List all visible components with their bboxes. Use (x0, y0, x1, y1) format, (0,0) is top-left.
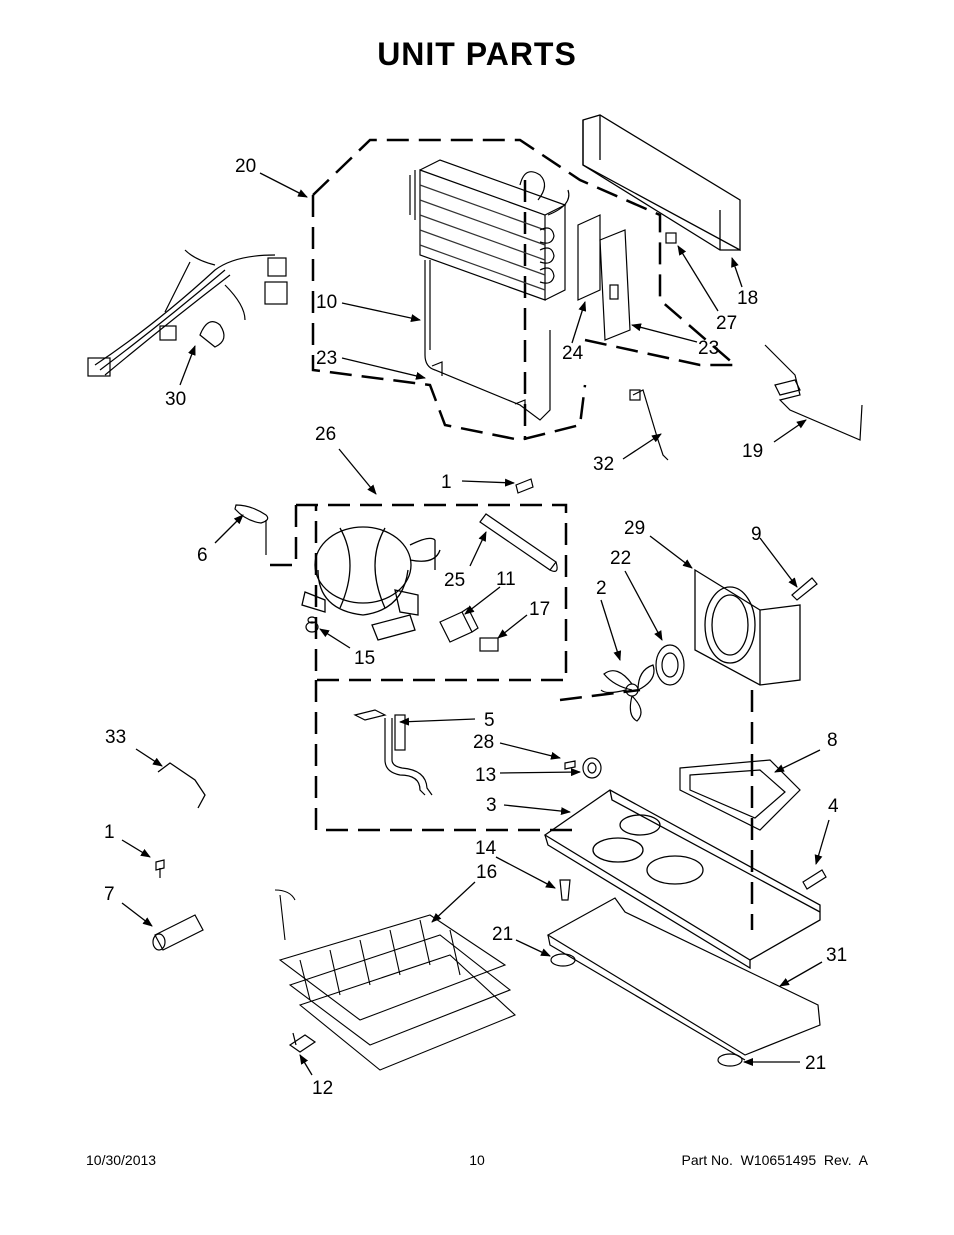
callout-2: 2 (596, 578, 607, 599)
part-33-wire (157, 762, 206, 809)
callout-9: 9 (751, 524, 762, 545)
leader-arrows (121, 172, 830, 1076)
part-6-bracket (234, 504, 269, 555)
foot-part-21-lower (717, 1053, 743, 1067)
insulation-tube-part-7 (152, 914, 204, 951)
callout-1-upper: 1 (441, 472, 452, 493)
evaporator-dashed-outline (311, 138, 736, 442)
part-28-screw (564, 760, 576, 770)
callout-20: 20 (235, 156, 256, 177)
part-32-sensor (629, 389, 669, 461)
tray-part-3 (543, 789, 821, 970)
callout-32: 32 (593, 454, 614, 475)
fan-motor-part-22 (655, 644, 685, 686)
fan-shroud-part-29 (694, 568, 801, 686)
callout-4: 4 (828, 796, 839, 817)
callout-30: 30 (165, 389, 186, 410)
drier-part-25 (479, 513, 558, 572)
screw-part-1-left (155, 859, 165, 878)
callout-24: 24 (562, 343, 584, 364)
callout-26: 26 (315, 424, 336, 445)
part-13-grommet (582, 757, 602, 779)
part-19-harness (764, 344, 863, 441)
drain-tube-part-5 (353, 709, 433, 796)
callout-18: 18 (737, 288, 758, 309)
callout-23-upper: 23 (316, 348, 337, 369)
fan-blade-part-2 (600, 664, 655, 722)
callout-3: 3 (486, 795, 497, 816)
callout-8: 8 (827, 730, 838, 751)
callout-23-right: 23 (698, 338, 719, 359)
callout-12: 12 (312, 1078, 333, 1099)
wire-harness-part (87, 249, 288, 377)
screw-part-14 (559, 879, 571, 901)
callout-28: 28 (473, 732, 494, 753)
callout-13: 13 (475, 765, 496, 786)
relay-part-11 (439, 607, 479, 643)
grommet-part-15 (305, 616, 319, 633)
callout-17: 17 (529, 599, 550, 620)
evaporator-brackets (577, 214, 631, 341)
callout-33: 33 (105, 727, 126, 748)
foot-part-21-upper (550, 953, 576, 967)
panel-part-31 (546, 897, 821, 1061)
callout-11: 11 (496, 569, 516, 590)
callout-25: 25 (444, 570, 465, 591)
callout-7: 7 (104, 884, 115, 905)
compressor-part (301, 526, 441, 641)
footer-part-number: Part No. W10651495 Rev. A (681, 1152, 868, 1168)
overload-part-17 (479, 637, 499, 652)
screw-part-4 (802, 869, 827, 890)
evaporator-part (409, 159, 570, 301)
clip-part-27 (665, 232, 677, 244)
callout-22: 22 (610, 548, 631, 569)
callout-27: 27 (716, 313, 737, 334)
callout-14: 14 (475, 838, 497, 859)
callout-29: 29 (624, 518, 645, 539)
callout-5: 5 (484, 710, 495, 731)
callout-31: 31 (826, 945, 847, 966)
callout-16: 16 (476, 862, 497, 883)
callout-15: 15 (354, 648, 375, 669)
screw-part-1 (515, 478, 534, 494)
callout-10: 10 (316, 292, 337, 313)
footer-date: 10/30/2013 (86, 1152, 157, 1168)
page-title: UNIT PARTS (377, 36, 577, 72)
defrost-heater-tube (424, 260, 551, 421)
callout-1-lower: 1 (104, 822, 115, 843)
callout-21-lower: 21 (805, 1053, 826, 1074)
fan-bracket-part-8 (679, 759, 801, 831)
callout-6: 6 (197, 545, 208, 566)
air-duct-part (582, 114, 741, 252)
footer-page-number: 10 (469, 1152, 485, 1168)
clip-part-12 (288, 1032, 317, 1053)
callout-19: 19 (742, 441, 763, 462)
condenser-part-16 (274, 889, 517, 1071)
callout-21-upper: 21 (492, 924, 513, 945)
screw-part-9 (791, 577, 818, 601)
